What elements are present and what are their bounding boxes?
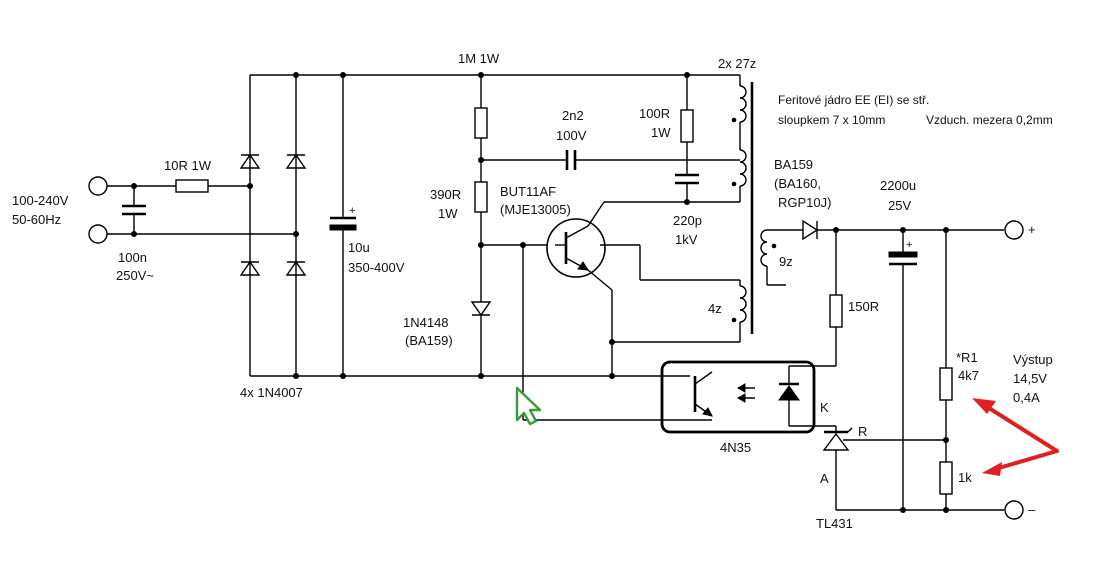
label-c-snubber-val: 220p (673, 213, 702, 228)
label-minus: – (1028, 502, 1036, 517)
svg-text:+: + (349, 205, 355, 217)
base-resistor (474, 181, 488, 213)
base-network (470, 72, 740, 421)
label-c-snubber-rating: 1kV (675, 232, 698, 247)
label-c-input-val: 100n (118, 250, 147, 265)
label-r-snubber-pwr: 1W (651, 125, 671, 140)
label-r-base-val: 390R (430, 187, 461, 202)
output-terminal-plus (1004, 220, 1024, 240)
label-c-out-val: 2200u (880, 178, 916, 193)
label-c-bulk-rating: 350-400V (348, 260, 405, 275)
switching-transistor (546, 201, 740, 379)
label-c-input-rating: 250V~ (116, 268, 154, 283)
bridge-rectifier (239, 72, 307, 379)
label-c-fb-val: 2n2 (562, 108, 584, 123)
label-diode-out-a: BA159 (774, 157, 813, 172)
label-c-bulk-val: 10u (348, 240, 370, 255)
label-r-snubber-val: 100R (639, 106, 670, 121)
label-r-base-pwr: 1W (438, 206, 458, 221)
output-terminal-minus (1004, 500, 1024, 520)
output-section: + (785, 219, 1024, 520)
optocoupler (660, 360, 836, 434)
label-diode-out-c: RGP10J) (778, 195, 831, 210)
label-diode-base-b: (BA159) (405, 333, 453, 348)
label-optocoupler: 4N35 (720, 440, 751, 455)
label-out: Výstup (1013, 352, 1053, 367)
snubber (675, 72, 699, 205)
label-r2-val: 1k (958, 470, 972, 485)
input-section (88, 176, 296, 244)
label-shunt-a: A (820, 471, 829, 486)
label-opto-k: K (820, 400, 829, 415)
label-aux-turns: 4z (708, 301, 722, 316)
label-primary-turns: 2x 27z (718, 56, 756, 71)
label-bridge-diodes: 4x 1N4007 (240, 385, 303, 400)
label-plus: + (1028, 222, 1036, 237)
label-out-voltage: 14,5V (1013, 371, 1047, 386)
label-input-voltage: 100-240V (12, 193, 69, 208)
label-core-line3: Vzduch. mezera 0,2mm (926, 113, 1053, 127)
label-diode-base-a: 1N4148 (403, 315, 449, 330)
label-r-led: 150R (848, 299, 879, 314)
label-shunt-r: R (858, 424, 867, 439)
startup-resistor (474, 107, 488, 139)
rails (249, 74, 740, 377)
label-diode-out-b: (BA160, (774, 176, 821, 191)
input-terminal-n (88, 224, 108, 244)
input-resistor (175, 179, 209, 193)
label-input-freq: 50-60Hz (12, 212, 61, 227)
label-c-fb-rating: 100V (556, 128, 587, 143)
label-r-startup: 1M 1W (458, 51, 500, 66)
label-transistor-b: (MJE13005) (500, 202, 571, 217)
label-out-current: 0,4A (1013, 390, 1040, 405)
label-transistor-a: BUT11AF (500, 184, 556, 199)
label-shunt: TL431 (816, 516, 853, 531)
svg-text:+: + (906, 239, 912, 251)
transformer (600, 75, 786, 343)
label-r-input: 10R 1W (164, 158, 212, 173)
input-terminal-l (88, 176, 108, 196)
label-r1-name: *R1 (956, 350, 978, 365)
label-core-line1: Feritové jádro EE (EI) se stř. (778, 93, 929, 107)
bulk-capacitor: + (329, 72, 357, 379)
cursor-icon (515, 386, 542, 426)
label-sec-turns: 9z (779, 254, 793, 269)
annotation-arrow-icon (972, 398, 1059, 476)
label-c-out-rating: 25V (888, 198, 911, 213)
label-core-line2: sloupkem 7 x 10mm (778, 113, 885, 127)
labels: 100-240V 50-60Hz 10R 1W 100n 250V~ 4x 1N… (12, 51, 1053, 531)
tl431-shunt (822, 426, 946, 510)
label-r1-val: 4k7 (958, 368, 979, 383)
